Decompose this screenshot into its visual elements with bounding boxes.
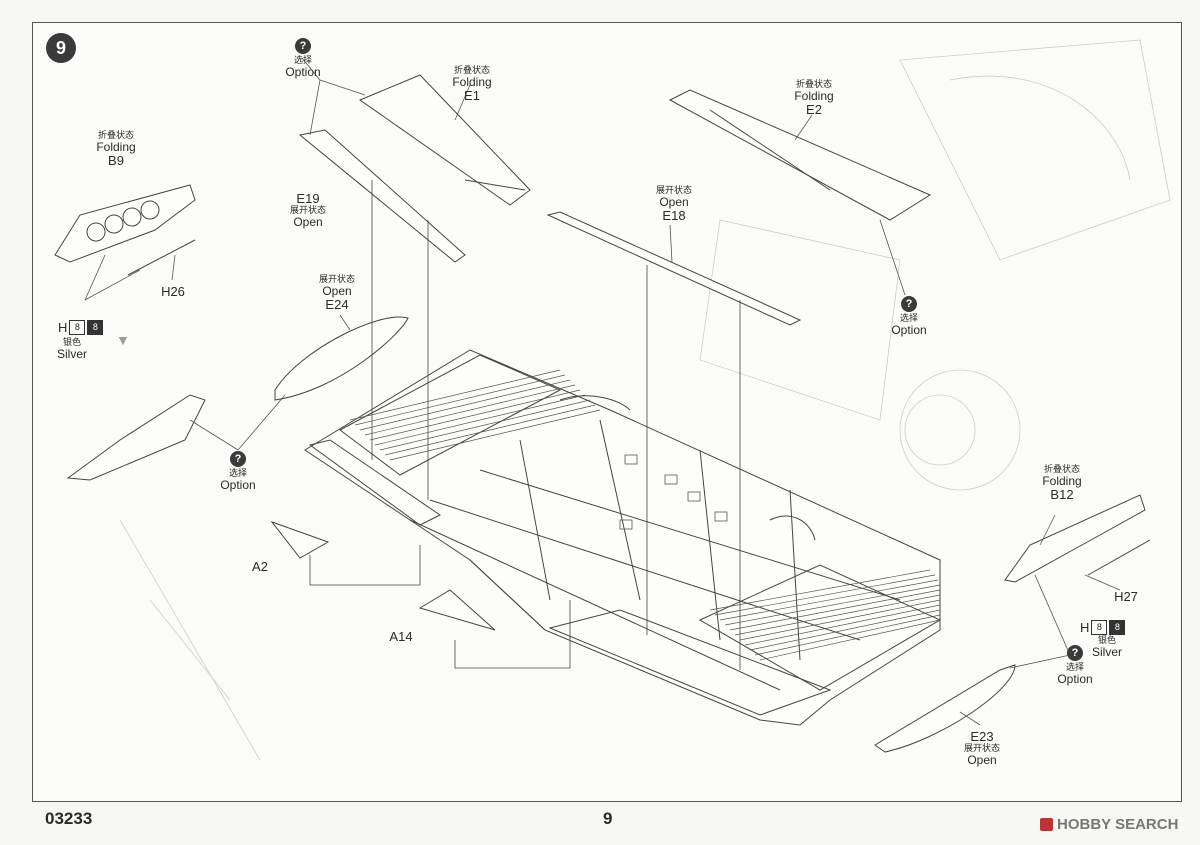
- label-e18-cn: 展开状态: [655, 185, 692, 195]
- paint-letter-right: H: [1080, 620, 1090, 635]
- label-silver-left: 银色 Silver: [52, 337, 92, 361]
- question-icon: ?: [295, 38, 311, 54]
- assembly-lines: [309, 180, 741, 670]
- label-option-bottom: ? 选择 Option: [1052, 645, 1098, 686]
- label-b9: 折叠状态 Folding B9: [88, 130, 144, 169]
- label-option-bottom-en: Option: [1057, 671, 1093, 686]
- label-option-right-en: Option: [891, 322, 927, 337]
- part-e18: [546, 211, 802, 326]
- label-b12-en: Folding: [1042, 473, 1082, 488]
- label-e19-cn: 展开状态: [289, 205, 326, 216]
- page-number: 9: [603, 809, 613, 828]
- label-b9-cn: 折叠状态: [97, 130, 134, 140]
- label-e18-en: Open: [659, 194, 689, 209]
- panel-hatches: [619, 454, 728, 530]
- label-e24: 展开状态 Open E24: [309, 274, 365, 313]
- label-e19-part: E19: [296, 191, 320, 206]
- product-code: 03233: [45, 809, 93, 828]
- part-e19: [298, 129, 466, 263]
- label-e23-part: E23: [970, 729, 994, 744]
- question-icon: ?: [230, 451, 246, 467]
- label-h27: H27: [1108, 589, 1144, 604]
- main-wing: [304, 349, 942, 726]
- label-a2-part: A2: [252, 559, 268, 574]
- label-option-top-cn: 选择: [293, 55, 312, 65]
- label-silver-left-cn: 银色: [62, 337, 81, 347]
- paint-callout-left: H 8 8: [58, 320, 104, 335]
- label-silver-right: 银色 Silver: [1087, 635, 1127, 659]
- label-option-right-cn: 选择: [899, 313, 918, 323]
- label-h27-part: H27: [1114, 589, 1138, 604]
- label-e1-en: Folding: [452, 74, 492, 89]
- label-silver-left-en: Silver: [56, 346, 87, 361]
- paint-letter-left: H: [58, 320, 68, 335]
- paint-code-box-left-1: 8: [69, 320, 86, 335]
- part-e23: [874, 664, 1016, 753]
- part-b9: [54, 184, 196, 263]
- watermark-text: HOBBY SEARCH: [1057, 816, 1179, 833]
- label-b12: 折叠状态 Folding B12: [1034, 464, 1090, 503]
- label-e23-en: Open: [967, 753, 997, 768]
- label-a14: A14: [384, 629, 418, 644]
- label-h26-part: H26: [161, 284, 185, 299]
- paint-callout-right: H 8 8: [1080, 620, 1126, 635]
- label-e23-cn: 展开状态: [963, 743, 1000, 754]
- label-option-top: ? 选择 Option: [280, 38, 326, 79]
- label-e24-en: Open: [322, 283, 352, 298]
- label-e18: 展开状态 Open E18: [646, 185, 702, 224]
- label-e1: 折叠状态 Folding E1: [444, 65, 500, 104]
- label-e1-part: E1: [464, 88, 480, 104]
- label-h26: H26: [155, 284, 191, 299]
- question-icon: ?: [1067, 645, 1083, 661]
- label-e19-en: Open: [293, 215, 323, 230]
- label-e1-cn: 折叠状态: [453, 65, 490, 75]
- label-e24-cn: 展开状态: [318, 274, 355, 284]
- hobby-search-logo-icon: [1040, 818, 1053, 831]
- label-option-right: ? 选择 Option: [886, 296, 932, 337]
- label-silver-right-cn: 银色: [1097, 635, 1116, 645]
- paint-code-box-right-1: 8: [1091, 620, 1108, 635]
- label-option-top-en: Option: [285, 64, 321, 79]
- watermark: HOBBY SEARCH: [1040, 816, 1178, 833]
- paint-code-box-left-2: 8: [87, 320, 104, 335]
- label-e23: E23 展开状态 Open: [954, 729, 1010, 768]
- part-h27: [1087, 539, 1151, 576]
- arrow-down-icon: ▼: [116, 332, 130, 348]
- step-number-badge: 9: [46, 33, 76, 63]
- part-b12: [1004, 494, 1146, 583]
- label-e18-part: E18: [662, 208, 686, 224]
- part-e2: [668, 89, 932, 221]
- label-option-left-cn: 选择: [228, 468, 247, 478]
- label-a14-part: A14: [389, 629, 413, 644]
- label-silver-right-en: Silver: [1091, 644, 1122, 659]
- label-e2-part: E2: [806, 102, 822, 118]
- background-sketch: [119, 39, 1171, 761]
- label-b12-part: B12: [1050, 487, 1074, 503]
- part-e1: [358, 74, 531, 206]
- label-b9-part: B9: [108, 153, 124, 169]
- label-option-left: ? 选择 Option: [215, 451, 261, 492]
- label-option-left-en: Option: [220, 477, 256, 492]
- part-option-left-tip: [66, 394, 206, 481]
- label-e2: 折叠状态 Folding E2: [786, 79, 842, 118]
- label-e2-en: Folding: [794, 88, 834, 103]
- wing-ribbing: [349, 369, 941, 661]
- part-a2: [270, 520, 330, 559]
- part-e24: [274, 316, 409, 401]
- part-h26: [127, 239, 196, 276]
- leader-lines: [84, 57, 1121, 726]
- label-option-bottom-cn: 选择: [1065, 662, 1084, 672]
- label-b9-en: Folding: [96, 139, 136, 154]
- question-icon: ?: [901, 296, 917, 312]
- label-e2-cn: 折叠状态: [795, 79, 832, 89]
- label-e24-part: E24: [325, 297, 349, 313]
- paint-code-box-right-2: 8: [1109, 620, 1126, 635]
- label-a2: A2: [245, 559, 275, 574]
- label-e19: E19 展开状态 Open: [283, 191, 333, 230]
- label-b12-cn: 折叠状态: [1043, 464, 1080, 474]
- part-a14: [418, 589, 496, 631]
